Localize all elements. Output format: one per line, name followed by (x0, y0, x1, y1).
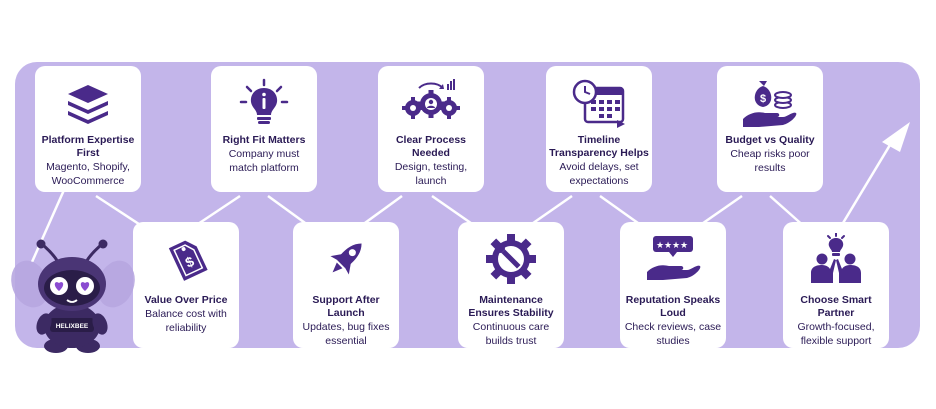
arrow-head (882, 122, 910, 152)
card-title: Maintenance Ensures Stability (468, 294, 554, 319)
svg-text:★: ★ (680, 241, 688, 251)
card-title: Platform Expertise First (41, 134, 135, 159)
mascot-badge: HELIXBEE (56, 323, 89, 330)
card-desc: Avoid delays, set expectations (559, 161, 639, 187)
svg-text:★: ★ (656, 241, 664, 251)
card-desc: Updates, bug fixes essential (302, 321, 390, 347)
calendar-clock-icon (546, 74, 652, 132)
card-title: Budget vs Quality (725, 134, 815, 146)
layers-icon (35, 74, 141, 132)
bee-mascot: HELIXBEE (11, 239, 135, 353)
card-desc: Cheap risks poor results (730, 148, 810, 174)
team-idea-icon (783, 230, 889, 288)
card-timeline: Timeline Transparency Helps Avoid delays… (546, 66, 652, 192)
card-desc: Magento, Shopify, WooCommerce (46, 161, 130, 187)
card-desc: Continuous care builds trust (472, 321, 550, 347)
gears-process-icon (378, 74, 484, 132)
card-desc: Check reviews, case studies (624, 321, 722, 347)
card-desc: Balance cost with reliability (145, 308, 227, 334)
card-title: Reputation Speaks Loud (625, 294, 721, 319)
card-title: Choose Smart Partner (800, 294, 872, 319)
card-title: Value Over Price (144, 294, 228, 306)
card-value-over-price: $ Value Over Price Balance cost with rel… (133, 222, 239, 348)
svg-text:★: ★ (664, 241, 672, 251)
price-tag-icon: $ (133, 230, 239, 288)
card-desc: Company must match platform (228, 148, 300, 174)
card-reputation: ★★★★ Reputation Speaks Loud Check review… (620, 222, 726, 348)
rating-hand-icon: ★★★★ (620, 230, 726, 288)
card-budget-quality: $ Budget vs Quality Cheap risks poor res… (717, 66, 823, 192)
lightbulb-icon (211, 74, 317, 132)
svg-text:$: $ (760, 93, 766, 105)
card-platform-expertise: Platform Expertise First Magento, Shopif… (35, 66, 141, 192)
card-smart-partner: Choose Smart Partner Growth-focused, fle… (783, 222, 889, 348)
rocket-icon (293, 230, 399, 288)
svg-text:★: ★ (672, 241, 680, 251)
card-title: Support After Launch (312, 294, 380, 319)
card-title: Clear Process Needed (395, 134, 467, 159)
card-maintenance: Maintenance Ensures Stability Continuous… (458, 222, 564, 348)
card-right-fit: Right Fit Matters Company must match pla… (211, 66, 317, 192)
card-desc: Design, testing, launch (394, 161, 468, 187)
card-desc: Growth-focused, flexible support (797, 321, 875, 347)
card-clear-process: Clear Process Needed Design, testing, la… (378, 66, 484, 192)
money-hand-icon: $ (717, 74, 823, 132)
card-title: Right Fit Matters (222, 134, 306, 146)
card-support-after-launch: Support After Launch Updates, bug fixes … (293, 222, 399, 348)
gear-wrench-icon (458, 230, 564, 288)
card-title: Timeline Transparency Helps (549, 134, 649, 159)
